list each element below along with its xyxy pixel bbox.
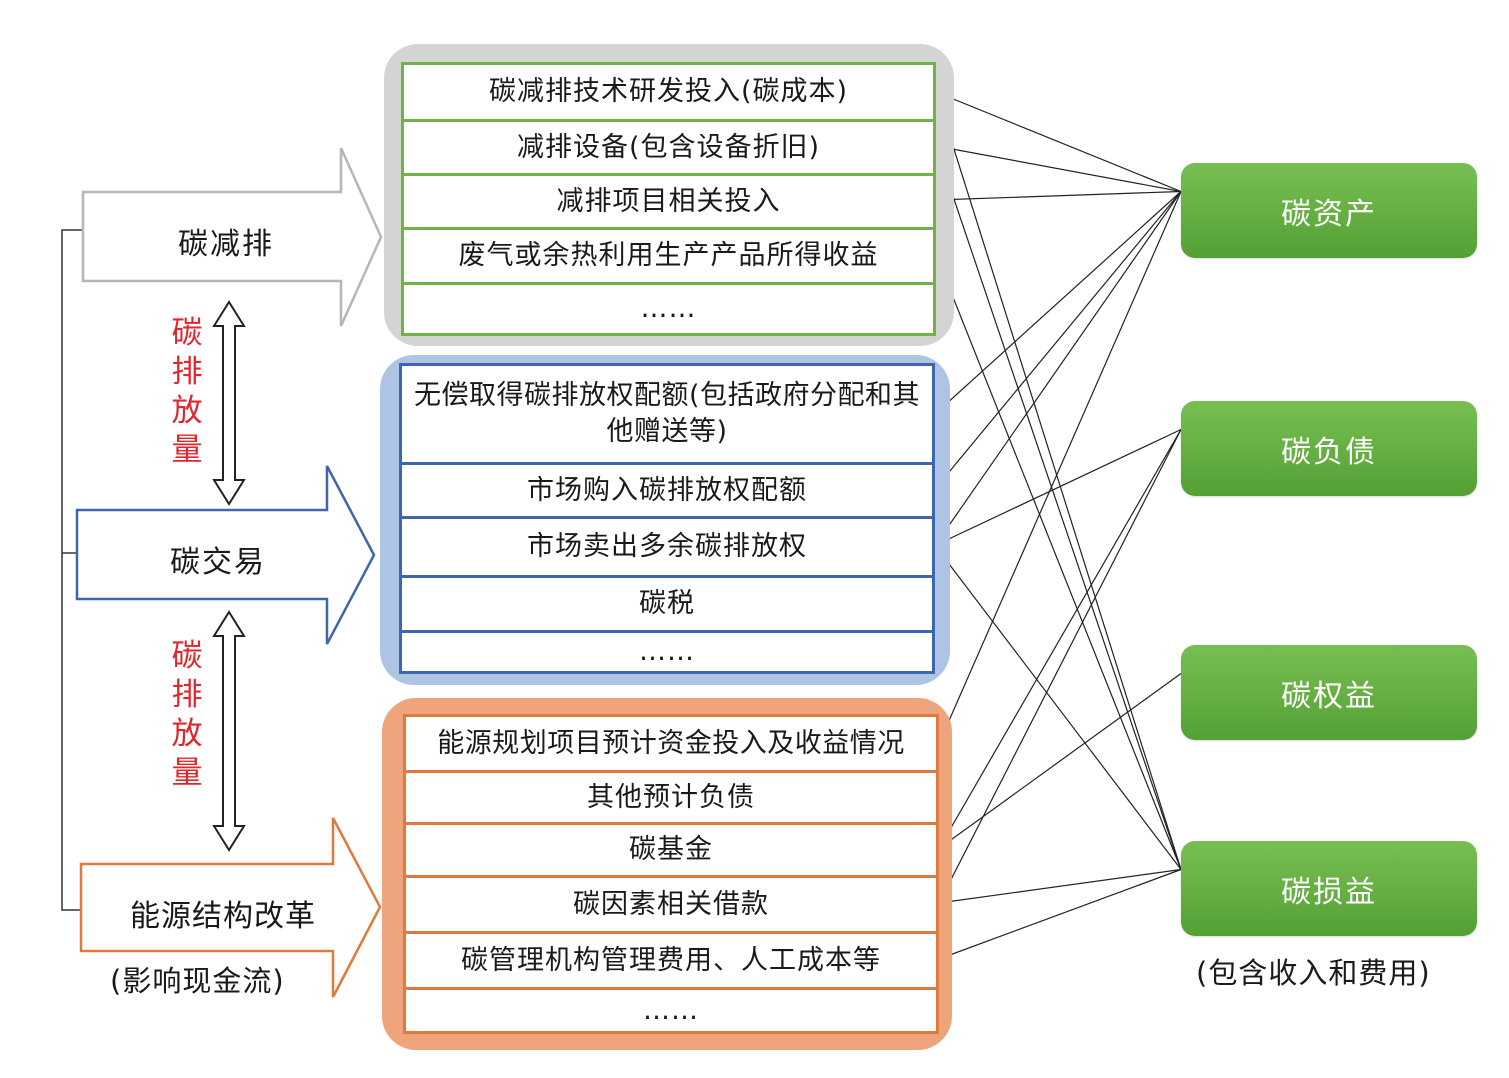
link-line (938, 429, 1182, 849)
trading-item: …… (402, 630, 932, 671)
emission-double-arrow-bottom (212, 610, 246, 852)
reduction-item: 减排设备(包含设备折旧) (404, 119, 933, 173)
carbon-profit-loss-box: 碳损益 (1181, 841, 1477, 936)
link-line (938, 191, 1182, 744)
reduction-items-table: 碳减排技术研发投入(碳成本) 减排设备(包含设备折旧) 减排项目相关投入 废气或… (401, 62, 936, 336)
emission-char: 碳 (171, 638, 203, 674)
link-line (938, 868, 1182, 904)
energy-item: 碳基金 (406, 822, 936, 875)
trading-item: 无偿取得碳排放权配额(包括政府分配和其他赠送等) (413, 380, 921, 447)
link-line (935, 145, 1182, 193)
link-line (935, 145, 1182, 870)
link-line (935, 254, 1182, 870)
carbon-reduction-arrow (81, 147, 383, 327)
emission-char: 量 (171, 432, 203, 468)
link-line (934, 191, 1182, 490)
reduction-item: 废气或余热利用生产产品所得收益 (404, 227, 933, 282)
carbon-trading-label: 碳交易 (170, 545, 266, 580)
left-bracket (61, 229, 82, 911)
carbon-trading-arrow (75, 465, 376, 645)
energy-item: 碳管理机构管理费用、人工成本等 (406, 931, 936, 987)
reduction-item: 减排项目相关投入 (404, 173, 933, 227)
link-line (935, 190, 1182, 201)
emission-char: 排 (171, 354, 203, 390)
cashflow-note: (影响现金流) (110, 964, 285, 998)
link-line (934, 545, 1182, 870)
link-line (935, 91, 1182, 870)
trading-items-table: 无偿取得碳排放权配额(包括政府分配和其他赠送等) 市场购入碳排放权配额 市场卖出… (399, 363, 935, 674)
carbon-equity-box: 碳权益 (1181, 645, 1477, 740)
energy-item: 其他预计负债 (406, 770, 936, 822)
energy-reform-label: 能源结构改革 (130, 899, 316, 934)
trading-item: 市场卖出多余碳排放权 (402, 516, 932, 575)
link-line (935, 91, 1182, 193)
emission-char: 放 (171, 393, 203, 429)
energy-item: 碳因素相关借款 (406, 875, 936, 931)
reduction-item: …… (404, 282, 933, 333)
link-line (934, 191, 1182, 546)
carbon-liability-box: 碳负债 (1181, 401, 1477, 496)
link-line (934, 428, 1182, 547)
emission-char: 量 (171, 755, 203, 791)
energy-reform-arrow (79, 817, 382, 998)
emission-char: 排 (171, 677, 203, 713)
emission-char: 碳 (171, 315, 203, 351)
emission-label-bottom: 碳 排 放 量 (167, 637, 207, 793)
carbon-asset-box: 碳资产 (1181, 163, 1477, 258)
trading-item: 碳税 (402, 575, 932, 630)
link-line (934, 191, 1182, 415)
link-line (938, 429, 1182, 904)
carbon-reduction-label: 碳减排 (178, 227, 274, 262)
energy-item: …… (406, 987, 936, 1031)
profit-loss-note: (包含收入和费用) (1196, 956, 1431, 990)
reduction-item: 碳减排技术研发投入(碳成本) (488, 76, 849, 107)
energy-items-table: 能源规划项目预计资金投入及收益情况 其他预计负债 碳基金 碳因素相关借款 碳管理… (403, 714, 939, 1034)
trading-item: 市场购入碳排放权配额 (402, 462, 932, 516)
link-lines (934, 91, 1182, 960)
link-line (938, 868, 1182, 960)
emission-double-arrow-top (212, 300, 246, 506)
link-line (938, 673, 1182, 849)
energy-item: 能源规划项目预计资金投入及收益情况 (437, 727, 905, 759)
emission-char: 放 (171, 716, 203, 752)
emission-label-top: 碳 排 放 量 (167, 314, 207, 470)
